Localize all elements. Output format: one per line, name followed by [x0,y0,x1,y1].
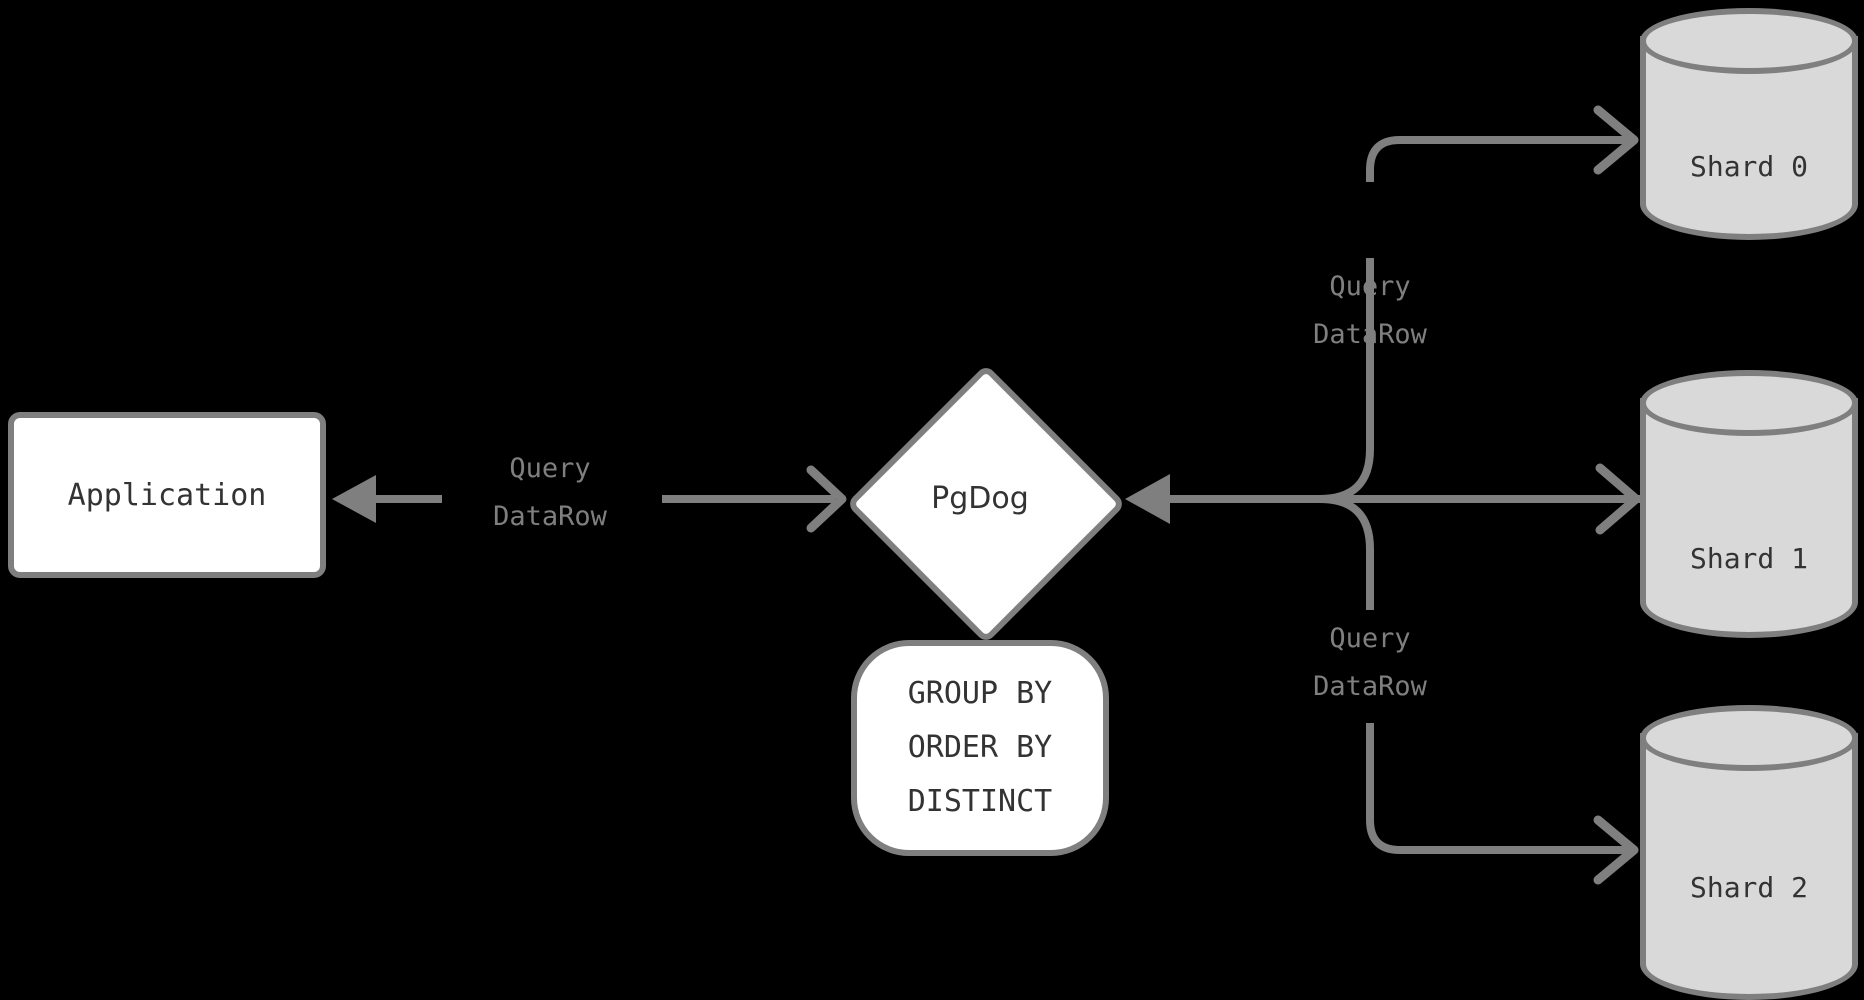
node-shard-0-label: Shard 0 [1689,150,1808,183]
edge-label-app-pgdog: Query DataRow [493,453,607,532]
edge-pgdog-to-application [332,475,442,523]
clause-line-order-by: ORDER BY [907,730,1053,765]
node-shard-1-label: Shard 1 [1689,542,1808,575]
edge-pgdog-to-shard-1 [1155,463,1641,535]
node-shard-2-label: Shard 2 [1689,871,1808,904]
node-application-label: Application [67,477,267,513]
node-application[interactable]: Application [8,412,326,578]
node-clauses[interactable]: GROUP BY ORDER BY DISTINCT [851,640,1109,856]
edge-pgdog-to-shard-2 [1319,495,1639,885]
cylinder-body [1640,398,1858,638]
node-pgdog-label: PgDog [931,480,1029,516]
node-pgdog[interactable]: PgDog [845,363,1127,645]
edge-application-to-pgdog [662,465,847,533]
clause-line-distinct: DISTINCT [907,784,1053,819]
cylinder-body [1640,733,1858,1000]
cylinder-top-ellipse [1640,370,1858,436]
cylinder-top-ellipse [1640,8,1858,74]
node-shard-2[interactable]: Shard 2 [1640,705,1858,1000]
node-shard-0[interactable]: Shard 0 [1640,8,1858,240]
edge-label-pgdog-shard-top: Query DataRow [1313,271,1427,350]
node-shard-1[interactable]: Shard 1 [1640,370,1858,638]
clause-line-group-by: GROUP BY [907,676,1053,711]
edge-label-pgdog-shard-bottom: Query DataRow [1313,623,1427,702]
cylinder-top-ellipse [1640,705,1858,771]
